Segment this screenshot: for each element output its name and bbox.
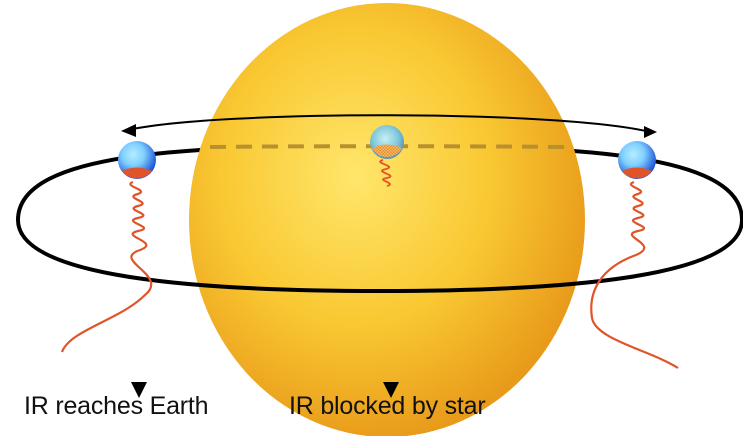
planet-dayside	[622, 167, 652, 179]
orbit-direction-arrow	[127, 114, 651, 133]
planet-middle	[370, 125, 404, 159]
pointer-triangle-icon	[131, 382, 147, 398]
orbit-hidden-dashed	[209, 144, 567, 149]
arrowhead-left-icon	[121, 124, 136, 137]
ir-wave-middle	[379, 159, 392, 187]
ir-wave-left	[60, 180, 153, 353]
pointer-triangle-icon	[383, 382, 399, 398]
label-ir-blocked-by-star: IR blocked by star	[289, 392, 486, 420]
ir-wave-right	[590, 180, 679, 369]
planet-dayside	[372, 144, 402, 157]
label-ir-reaches-earth: IR reaches Earth	[24, 392, 209, 420]
planet-dayside	[122, 167, 152, 179]
star-icon	[189, 3, 585, 436]
arrowhead-right-icon	[644, 126, 657, 138]
planet-left	[118, 141, 156, 179]
orbit-front-arc	[16, 219, 743, 294]
planet-right	[618, 141, 656, 179]
